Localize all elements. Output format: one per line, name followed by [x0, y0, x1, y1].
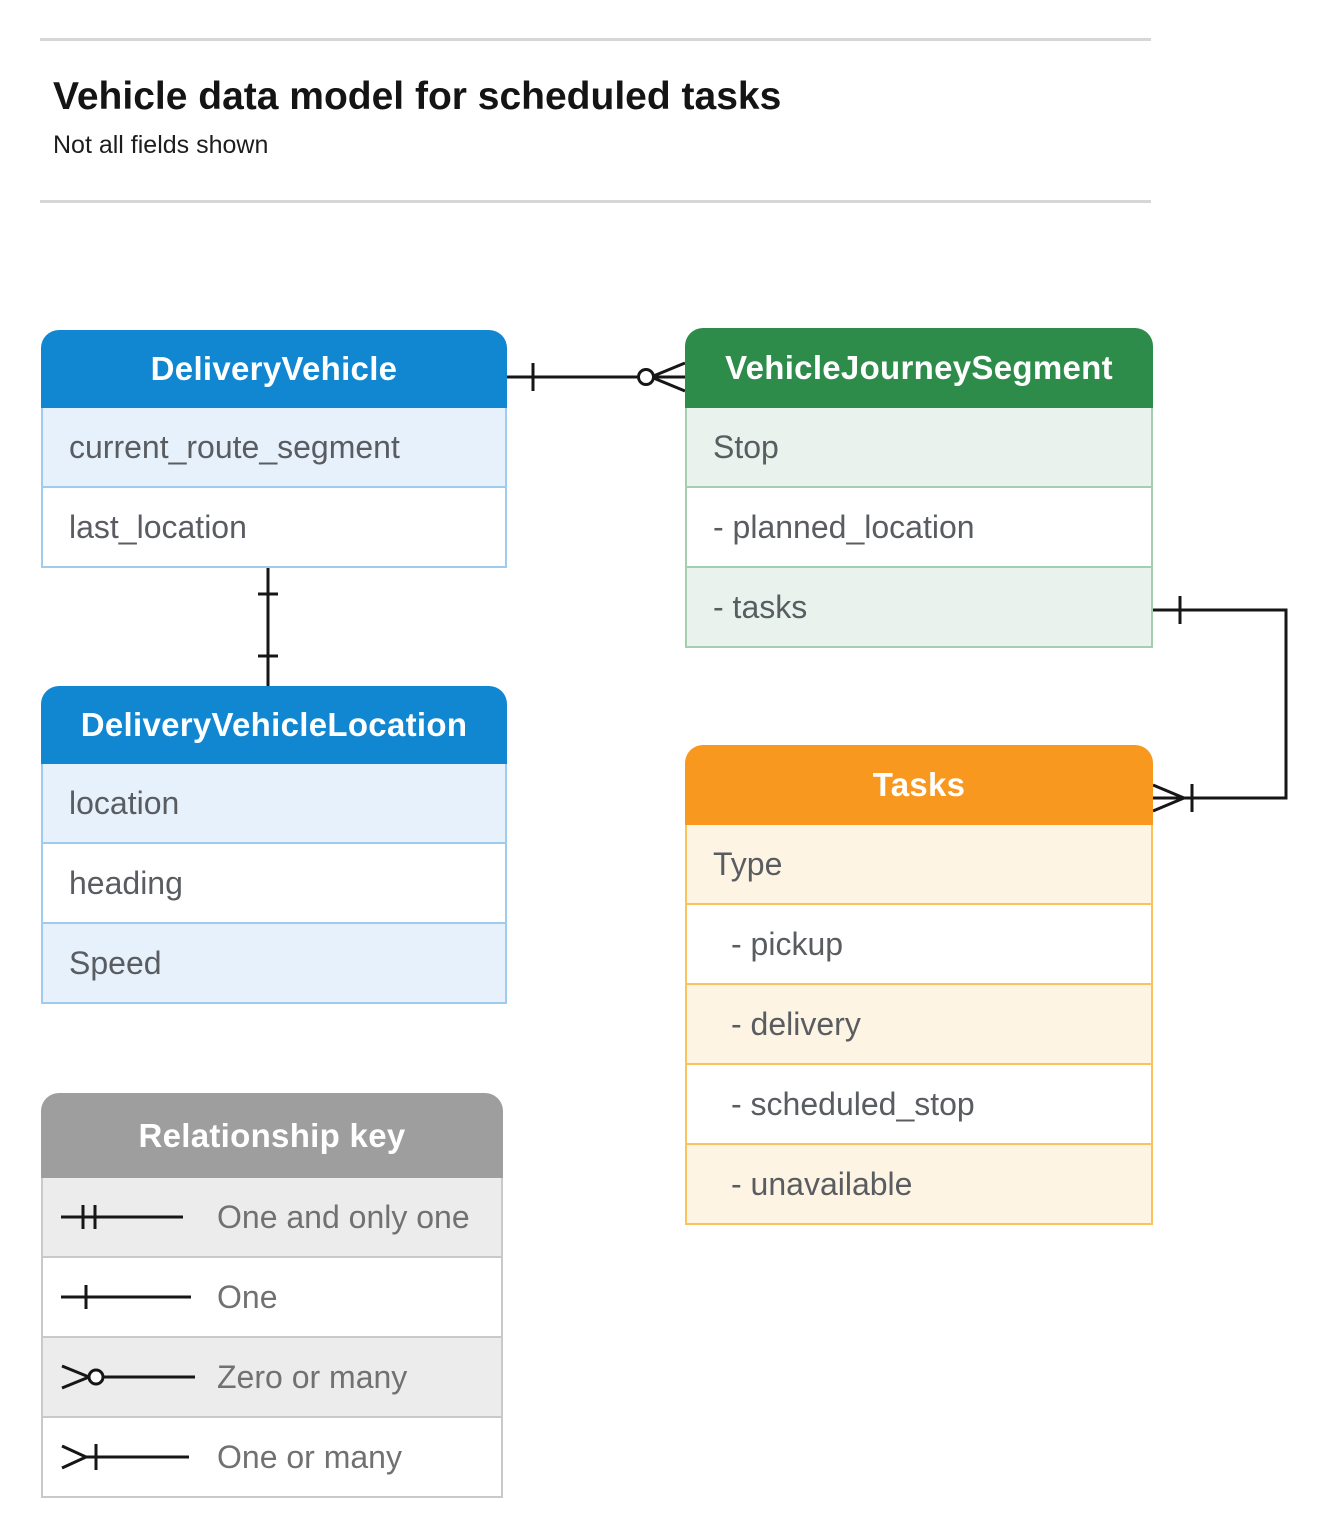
- divider-bottom: [40, 200, 1151, 203]
- table-title: DeliveryVehicleLocation: [80, 706, 468, 743]
- table-vehicle-journey-segment-header: VehicleJourneySegment: [685, 328, 1153, 408]
- table-delivery-vehicle-header: DeliveryVehicle: [41, 330, 507, 408]
- table-tasks: Tasks Type - pickup - delivery - schedul…: [685, 745, 1153, 1225]
- key-label: One and only one: [217, 1198, 470, 1235]
- row-scheduled-stop: - scheduled_stop: [687, 1063, 1151, 1143]
- row-tasks: - tasks: [687, 566, 1151, 646]
- divider-top: [40, 38, 1151, 41]
- page-title: Vehicle data model for scheduled tasks: [53, 75, 782, 118]
- table-title: VehicleJourneySegment: [725, 349, 1113, 386]
- relationship-key-title: Relationship key: [138, 1116, 406, 1154]
- relationship-key: Relationship key One and only one: [41, 1093, 503, 1498]
- table-delivery-vehicle-location: DeliveryVehicleLocation location heading…: [41, 686, 507, 1004]
- key-row-zero-or-many: Zero or many: [43, 1336, 501, 1416]
- table-tasks-header: Tasks: [685, 745, 1153, 825]
- key-label: One: [217, 1278, 278, 1315]
- connector-deliveryvehicle-vehiclejourneysegment: [507, 361, 686, 393]
- zero-or-many-icon: [59, 1355, 217, 1399]
- row-speed: Speed: [43, 922, 505, 1002]
- one-icon: [59, 1275, 217, 1319]
- key-row-one-or-many: One or many: [43, 1416, 501, 1496]
- table-tasks-body: Type - pickup - delivery - scheduled_sto…: [685, 825, 1153, 1225]
- connector-vehiclejourneysegment-tasks: [1152, 596, 1288, 813]
- key-row-one-and-only-one: One and only one: [43, 1178, 501, 1256]
- row-location: location: [43, 764, 505, 842]
- field-label: Speed: [69, 944, 162, 981]
- row-heading: heading: [43, 842, 505, 922]
- field-label: - pickup: [731, 925, 844, 962]
- table-vehicle-journey-segment-body: Stop - planned_location - tasks: [685, 408, 1153, 648]
- field-label: Stop: [713, 428, 779, 465]
- one-and-only-one-icon: [59, 1195, 217, 1239]
- connector-deliveryvehicle-deliveryvehiclelocation: [258, 568, 278, 686]
- key-label: Zero or many: [217, 1358, 408, 1395]
- page-subtitle: Not all fields shown: [53, 131, 269, 159]
- table-title: DeliveryVehicle: [150, 350, 398, 387]
- row-pickup: - pickup: [687, 903, 1151, 983]
- row-planned-location: - planned_location: [687, 486, 1151, 566]
- row-delivery: - delivery: [687, 983, 1151, 1063]
- row-stop: Stop: [687, 408, 1151, 486]
- key-label: One or many: [217, 1438, 402, 1475]
- field-label: Type: [713, 845, 783, 882]
- table-delivery-vehicle-location-header: DeliveryVehicleLocation: [41, 686, 507, 764]
- row-type: Type: [687, 825, 1151, 903]
- table-delivery-vehicle-location-body: location heading Speed: [41, 764, 507, 1004]
- relationship-key-header: Relationship key: [41, 1093, 503, 1178]
- field-label: - delivery: [731, 1005, 861, 1042]
- table-vehicle-journey-segment: VehicleJourneySegment Stop - planned_loc…: [685, 328, 1153, 648]
- table-delivery-vehicle: DeliveryVehicle current_route_segment la…: [41, 330, 507, 568]
- row-last-location: last_location: [43, 486, 505, 566]
- field-label: - scheduled_stop: [731, 1085, 975, 1122]
- one-or-many-icon: [59, 1435, 217, 1479]
- row-unavailable: - unavailable: [687, 1143, 1151, 1223]
- key-row-one: One: [43, 1256, 501, 1336]
- field-label: - planned_location: [713, 508, 975, 545]
- field-label: last_location: [69, 508, 247, 545]
- table-delivery-vehicle-body: current_route_segment last_location: [41, 408, 507, 568]
- field-label: current_route_segment: [69, 428, 400, 465]
- field-label: heading: [69, 864, 183, 901]
- field-label: location: [69, 784, 180, 821]
- field-label: - unavailable: [731, 1165, 913, 1202]
- table-title: Tasks: [872, 766, 966, 803]
- relationship-key-body: One and only one One: [41, 1178, 503, 1498]
- row-current-route-segment: current_route_segment: [43, 408, 505, 486]
- field-label: - tasks: [713, 588, 808, 625]
